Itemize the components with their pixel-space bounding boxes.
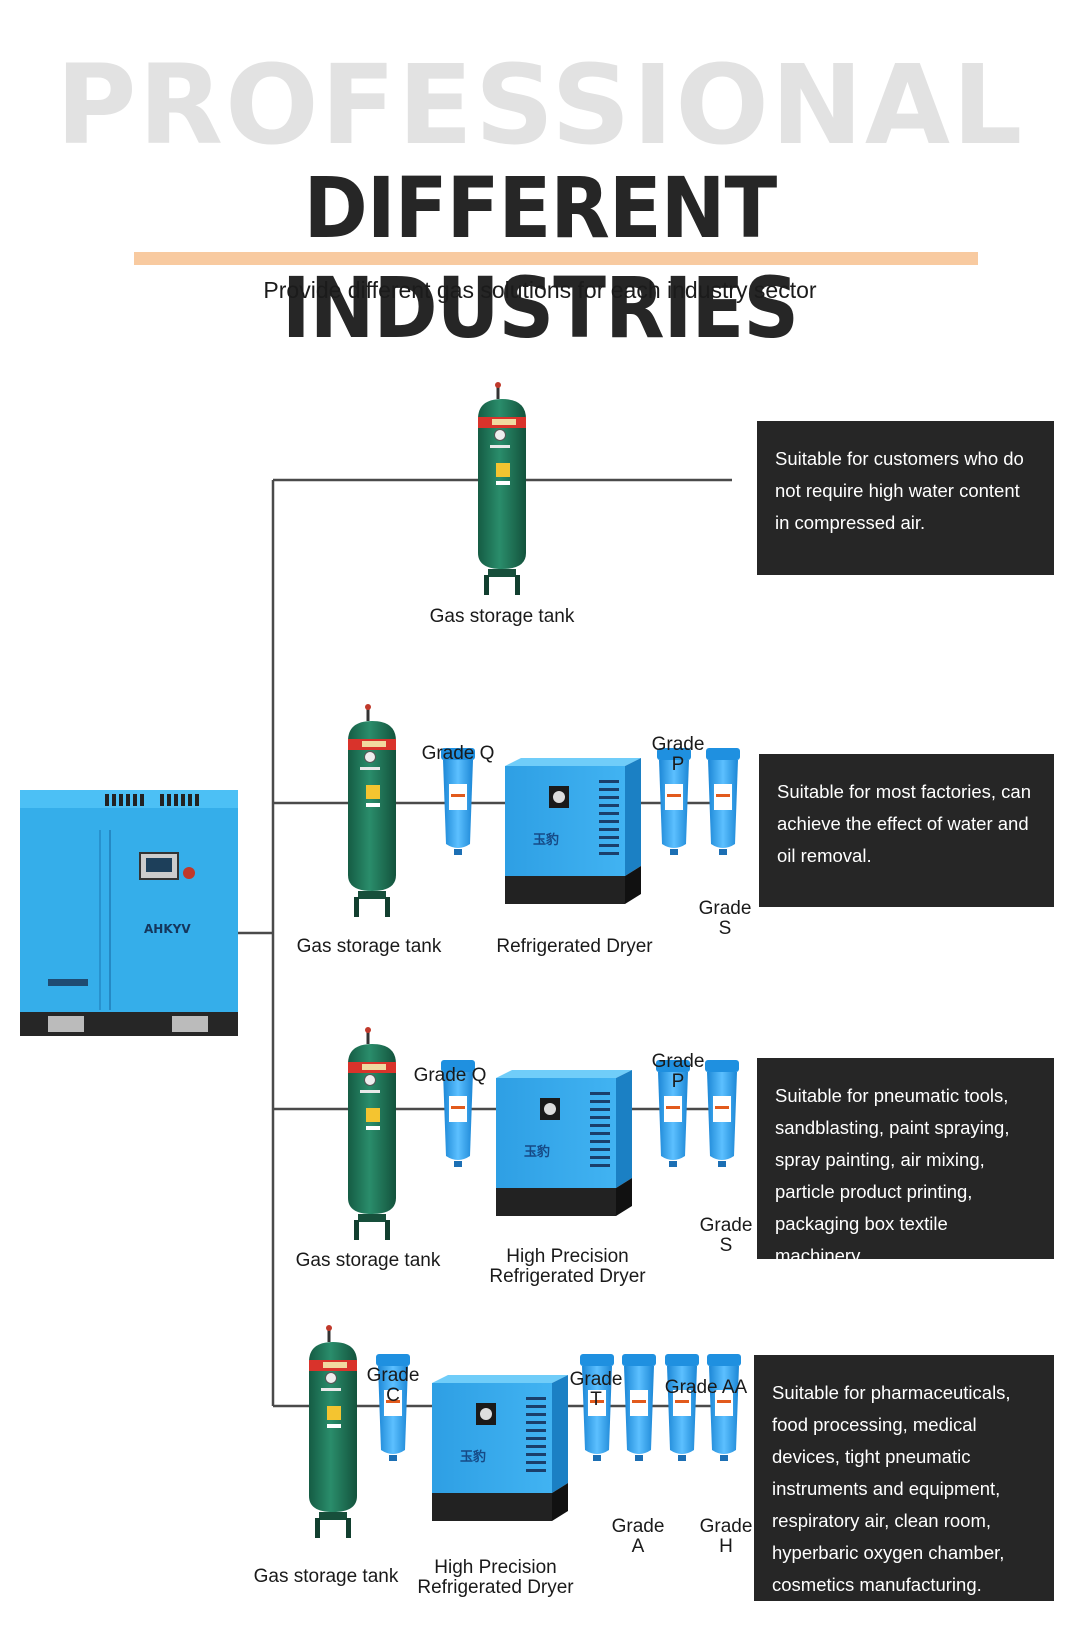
page-subtitle: Provide different gas solutions for each… (263, 277, 817, 303)
description-box: Suitable for customers who do not requir… (757, 421, 1054, 575)
dryer-label: High Precision Refrigerated Dryer (489, 1246, 646, 1287)
title-underline (134, 252, 978, 265)
watermark-text: PROFESSIONAL (55, 41, 1025, 169)
description-box: Suitable for pneumatic tools, sandblasti… (757, 1058, 1054, 1266)
row-1-equipment (476, 380, 528, 597)
grade-p-label: Grade P (651, 734, 705, 775)
grade-s-label: Grade S (699, 1215, 753, 1256)
tank-label: Gas storage tank (295, 1250, 441, 1271)
filter-grade-q-icon (441, 748, 475, 855)
refrigerated-dryer-icon (505, 758, 641, 904)
grade-c-label: Grade C (366, 1365, 420, 1406)
grade-h-label: Grade H (699, 1516, 753, 1557)
dryer-label: Refrigerated Dryer (496, 936, 653, 957)
row-4-equipment (307, 1323, 741, 1540)
filter-grade-aa-icon (665, 1354, 699, 1461)
gas-storage-tank-icon (346, 1025, 398, 1242)
screw-air-compressor: AHKYV (20, 790, 238, 1036)
dryer-label: High Precision Refrigerated Dryer (417, 1557, 574, 1598)
tank-label: Gas storage tank (296, 936, 442, 957)
description-box: Suitable for most factories, can achieve… (759, 754, 1054, 907)
filter-grade-s-icon (705, 1060, 739, 1167)
high-precision-dryer-icon (432, 1375, 568, 1521)
grade-p-label: Grade P (651, 1051, 705, 1092)
description-box: Suitable for pharmaceuticals, food proce… (754, 1355, 1054, 1601)
page-title: DIFFERENT INDUSTRIES (281, 159, 799, 357)
tank-label: Gas storage tank (429, 606, 575, 627)
grade-q-label: Grade Q (413, 1065, 487, 1086)
tank-label: Gas storage tank (253, 1566, 399, 1587)
high-precision-dryer-icon (496, 1070, 632, 1216)
grade-aa-label: Grade AA (664, 1377, 748, 1398)
gas-storage-tank-icon (476, 380, 528, 597)
grade-q-label: Grade Q (421, 743, 495, 764)
filter-grade-h-icon (707, 1354, 741, 1461)
grade-a-label: Grade A (611, 1516, 665, 1557)
filter-grade-s-icon (706, 748, 740, 855)
grade-t-label: Grade T (569, 1369, 623, 1410)
grade-s-label: Grade S (698, 898, 752, 939)
gas-storage-tank-icon (346, 702, 398, 919)
gas-storage-tank-icon (307, 1323, 359, 1540)
compressor-brand: AHKYV (144, 922, 191, 936)
